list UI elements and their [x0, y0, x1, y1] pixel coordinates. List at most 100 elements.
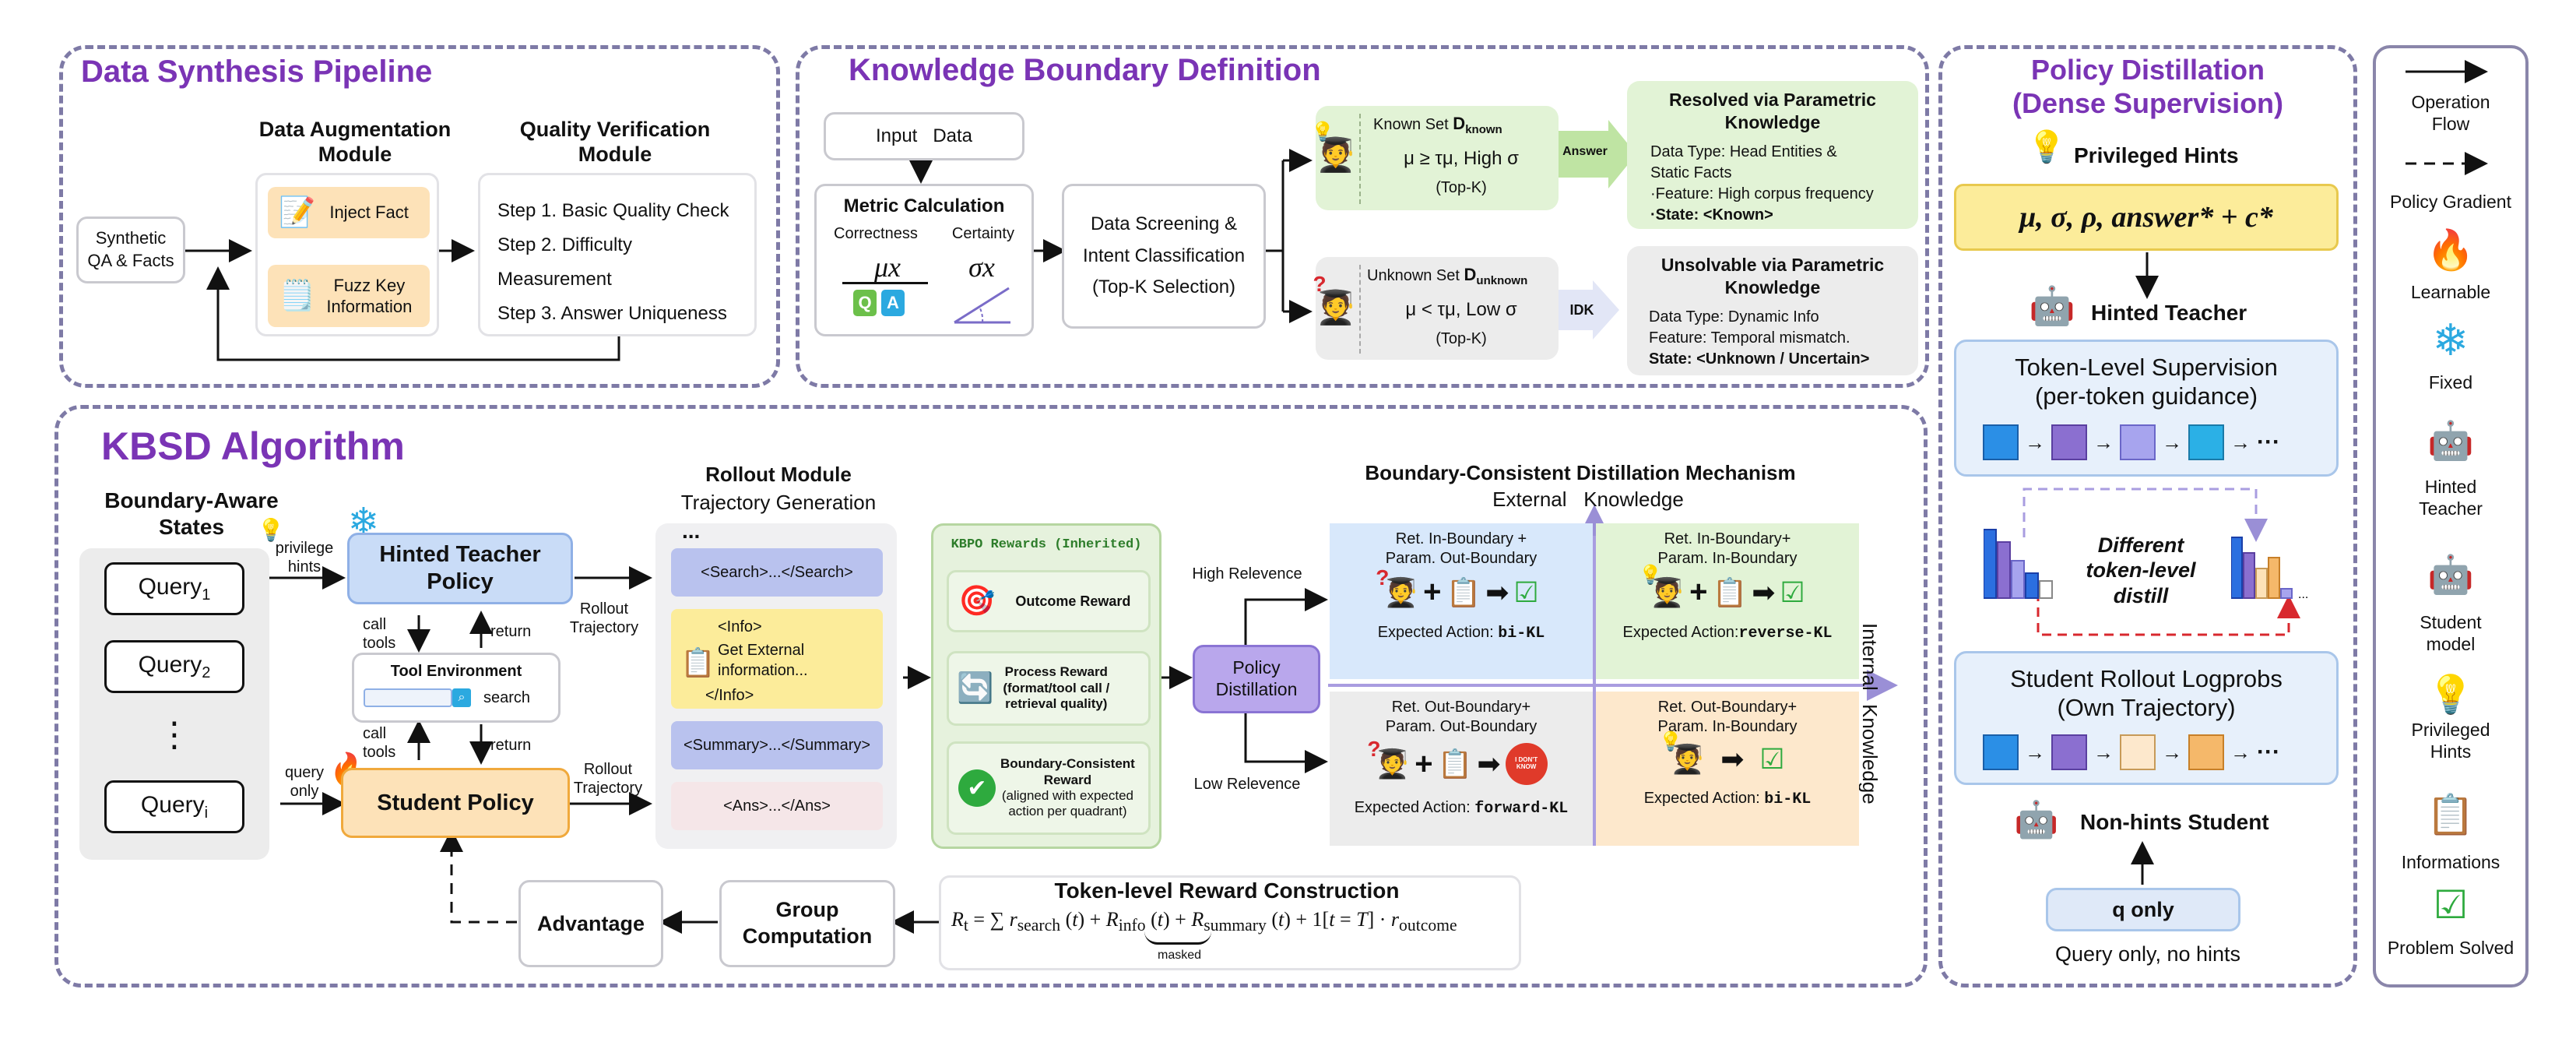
advantage-box: Advantage	[518, 880, 663, 967]
legend-informations: Informations	[2401, 852, 2500, 872]
legend-problem-solved-icon: ☑	[2433, 883, 2469, 927]
token-square	[2120, 424, 2156, 461]
legend-snowflake-icon: ❄	[2432, 315, 2469, 364]
search-tag-box: <Search>...</Search>	[671, 548, 883, 597]
information-doc-icon: 📋	[1712, 576, 1748, 608]
bc-reward-box: ✔ Boundary-Consistent Reward (aligned wi…	[947, 741, 1151, 835]
return-bottom-label: return	[490, 737, 532, 754]
student-rollout-box: Student Rollout Logprobs (Own Trajectory…	[1954, 651, 2339, 785]
query-ellipsis: ⋮	[157, 716, 192, 754]
check-circle-icon: ✔	[958, 769, 996, 807]
summary-tag-box: <Summary>...</Summary>	[671, 721, 883, 769]
inject-fact-box: 📝 Inject Fact	[268, 187, 430, 238]
unknown-condition: μ < τμ, Low σ	[1405, 299, 1517, 320]
privilege-lightbulb-icon: 💡	[257, 517, 285, 542]
arrow-right-icon: ➡	[1477, 748, 1501, 780]
q3-icons: 🧑‍🎓? + 📋 ➡ I DON'T KNOW	[1330, 737, 1593, 785]
teacher-token-sequence: → → → → ···	[1983, 424, 2336, 461]
metric-calc-box: Metric Calculation Correctness Certainty	[814, 184, 1034, 336]
kbsd-panel	[54, 405, 1928, 987]
group-computation-box: Group Computation	[719, 880, 895, 967]
student-policy-box: Student Policy	[341, 768, 570, 838]
fuzzy-doc-icon: 🗒️	[279, 280, 316, 312]
token-square	[2188, 424, 2224, 461]
kbsd-title: KBSD Algorithm	[101, 424, 405, 468]
query-i-box: Queryi	[104, 780, 244, 833]
quadrant-ret-out-param-out: Ret. Out-Boundary+ Param. Out-Boundary 🧑…	[1330, 692, 1593, 846]
data-synthesis-title: Data Synthesis Pipeline	[81, 55, 433, 89]
pen-doc-icon: 📝	[279, 196, 316, 229]
states-title: Boundary-Aware States	[104, 488, 279, 539]
token-square	[1983, 734, 2019, 771]
legend-flame-icon: 🔥	[2426, 227, 2476, 272]
tool-environment-box: Tool Environment ⌕ search	[352, 653, 561, 723]
rollout-ellipsis: ...	[682, 519, 701, 543]
process-reward-box: 🔄 Process Reward (format/tool call / ret…	[947, 651, 1151, 726]
token-reward-formula-box	[939, 875, 1521, 970]
unknown-topk: (Top-K)	[1436, 330, 1487, 347]
masked-brace	[1144, 931, 1211, 945]
knowledge-boundary-title: Knowledge Boundary Definition	[849, 53, 1321, 87]
token-square	[2188, 734, 2224, 771]
input-data-box: Input Data	[824, 112, 1024, 160]
rollout-trajectory-bottom-label: Rollout Trajectory	[573, 761, 643, 797]
quadrant-ret-in-param-out: Ret. In-Boundary + Param. Out-Boundary 🧑…	[1330, 523, 1593, 679]
lightbulb-icon: 💡	[1311, 121, 1334, 143]
rollout-trajectory-top-label: Rollout Trajectory	[569, 600, 639, 636]
problem-solved-icon: ☑	[1513, 576, 1539, 608]
known-set-box	[1316, 106, 1559, 210]
hinted-teacher-policy-box: Hinted Teacher Policy	[347, 533, 573, 604]
information-doc-icon: 📋	[1446, 576, 1481, 608]
privileged-hints-label: Privileged Hints	[2074, 143, 2239, 167]
plus-icon: +	[1423, 575, 1442, 609]
idk-arrow-label: IDK	[1569, 302, 1594, 318]
return-top-label: return	[490, 623, 532, 640]
bcd-title: Boundary-Consistent Distillation Mechani…	[1365, 461, 1796, 484]
student-token-sequence: → → → → ···	[1983, 734, 2336, 771]
query-1-box: Query1	[104, 562, 244, 615]
query-only-label: query only	[284, 764, 325, 800]
question-mark-icon: ?	[1313, 272, 1327, 296]
student-lightbulb-icon: 🧑‍🎓💡	[1639, 564, 1685, 608]
q-only-box: q only	[2046, 888, 2240, 931]
outcome-reward-box: 🎯 Outcome Reward	[947, 570, 1151, 632]
known-condition: μ ≥ τμ, High σ	[1404, 148, 1519, 169]
student-question-icon: 🧑‍🎓?	[1367, 737, 1411, 780]
kbpo-title: KBPO Rewards (Inherited)	[951, 537, 1142, 552]
answer-arrow-label: Answer	[1562, 145, 1608, 158]
search-bar	[364, 688, 452, 707]
high-relevence-label: High Relevence	[1192, 565, 1302, 583]
cycle-icon: 🔄	[957, 672, 994, 705]
student-lightbulb-icon: 🧑‍🎓	[1315, 136, 1357, 173]
plus-icon: +	[1689, 575, 1708, 609]
info-tag-box: <Info> 📋 Get External information... </I…	[671, 609, 883, 709]
policy-distillation-title: Policy Distillation (Dense Supervision)	[2012, 54, 2284, 120]
problem-solved-icon: ☑	[1759, 743, 1785, 775]
data-screening-box: Data Screening & Intent Classification (…	[1062, 184, 1266, 329]
unknown-set-box	[1316, 257, 1559, 360]
legend-fixed: Fixed	[2428, 372, 2473, 393]
policy-distillation-box: Policy Distillation	[1193, 645, 1320, 713]
non-hints-student-label: Non-hints Student	[2080, 810, 2269, 834]
qv-module-box: Step 1. Basic Quality Check Step 2. Diff…	[478, 173, 757, 336]
dont-know-bubble-icon: I DON'T KNOW	[1505, 743, 1548, 785]
q-only-caption: Query only, no hints	[2054, 942, 2241, 966]
aug-module-title: Data Augmentation Module	[258, 118, 452, 167]
token-square	[2051, 424, 2087, 461]
internal-vertical-label: Internal	[1858, 623, 1882, 691]
sigma-x-symbol: σx	[968, 252, 995, 283]
data-synthesis-panel	[59, 45, 780, 388]
query-2-box: Query2	[104, 640, 244, 693]
hinted-teacher-robot-icon: 🤖	[2029, 285, 2075, 327]
q1-icons: 🧑‍🎓? + 📋 ➡ ☑	[1330, 565, 1593, 610]
synthetic-qa-box: Synthetic QA & Facts	[76, 216, 185, 283]
legend-hinted-teacher: Hinted Teacher	[2419, 477, 2483, 519]
token-reward-title: Token-level Reward Construction	[1054, 878, 1400, 903]
fuzz-key-box: 🗒️ Fuzz Key Information	[268, 265, 430, 327]
external-knowledge-label: External Knowledge	[1492, 488, 1684, 511]
rollout-module-subtitle: Trajectory Generation	[680, 491, 877, 514]
legend-hinted-teacher-icon: 🤖	[2427, 420, 2474, 462]
hinted-teacher-label: Hinted Teacher	[2091, 301, 2247, 325]
student-question-icon: 🧑‍🎓?	[1376, 565, 1419, 608]
known-topk: (Top-K)	[1436, 179, 1487, 196]
